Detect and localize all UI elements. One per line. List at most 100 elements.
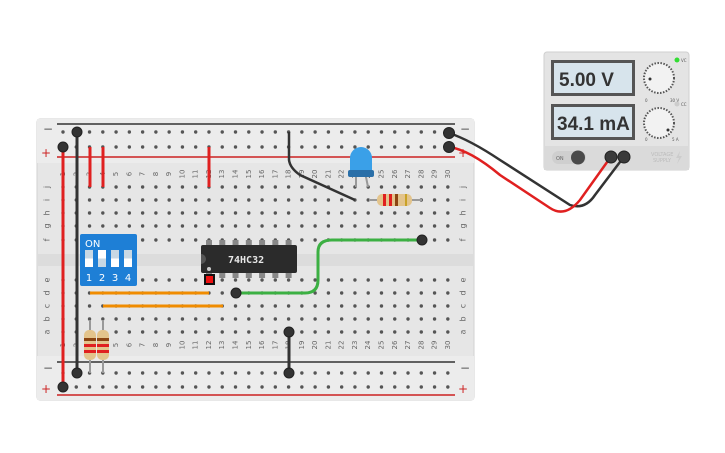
hole[interactable] <box>313 330 317 334</box>
rail-hole[interactable] <box>300 385 304 389</box>
hole[interactable] <box>446 185 450 189</box>
hole[interactable] <box>419 224 423 228</box>
rail-hole[interactable] <box>220 385 224 389</box>
hole[interactable] <box>233 198 238 202</box>
rail-hole[interactable] <box>273 371 278 375</box>
rail-hole[interactable] <box>379 145 384 149</box>
hole[interactable] <box>233 304 238 308</box>
hole[interactable] <box>379 185 384 189</box>
hole[interactable] <box>154 224 158 228</box>
rail-hole[interactable] <box>167 130 171 134</box>
hole[interactable] <box>180 278 185 282</box>
hole[interactable] <box>353 317 357 321</box>
hole[interactable] <box>273 304 278 308</box>
hole[interactable] <box>114 317 118 321</box>
rail-hole[interactable] <box>127 145 132 149</box>
hole[interactable] <box>140 238 145 242</box>
hole[interactable] <box>167 211 171 215</box>
hole[interactable] <box>220 278 224 282</box>
hole[interactable] <box>379 317 384 321</box>
hole[interactable] <box>406 278 410 282</box>
hole[interactable] <box>286 198 291 202</box>
hole[interactable] <box>300 304 304 308</box>
hole[interactable] <box>326 304 331 308</box>
hole[interactable] <box>247 224 251 228</box>
rail-hole[interactable] <box>366 130 370 134</box>
rail-hole[interactable] <box>127 130 132 134</box>
hole[interactable] <box>313 238 317 242</box>
wire-red-supply[interactable] <box>448 145 612 213</box>
resistor-2[interactable] <box>97 320 109 373</box>
rail-hole[interactable] <box>127 385 132 389</box>
resistor-1[interactable] <box>84 320 96 373</box>
hole[interactable] <box>446 317 450 321</box>
hole[interactable] <box>140 211 145 215</box>
hole[interactable] <box>180 238 185 242</box>
rail-hole[interactable] <box>140 145 145 149</box>
wire-black-supply[interactable] <box>448 131 624 208</box>
rail-hole[interactable] <box>406 145 410 149</box>
hole[interactable] <box>87 211 92 215</box>
hole[interactable] <box>300 278 304 282</box>
rail-hole[interactable] <box>207 385 211 389</box>
hole[interactable] <box>339 198 344 202</box>
hole[interactable] <box>127 185 132 189</box>
rail-hole[interactable] <box>220 371 224 375</box>
rail-hole[interactable] <box>247 371 251 375</box>
hole[interactable] <box>286 211 291 215</box>
rail-hole[interactable] <box>419 130 423 134</box>
rail-hole[interactable] <box>419 371 423 375</box>
rail-hole[interactable] <box>180 145 185 149</box>
hole[interactable] <box>167 330 171 334</box>
hole[interactable] <box>419 291 423 295</box>
rail-hole[interactable] <box>273 130 278 134</box>
rail-hole[interactable] <box>220 130 224 134</box>
rail-hole[interactable] <box>300 130 304 134</box>
hole[interactable] <box>353 211 357 215</box>
hole[interactable] <box>366 211 370 215</box>
hole[interactable] <box>247 317 251 321</box>
hole[interactable] <box>154 278 158 282</box>
rail-hole[interactable] <box>432 371 437 375</box>
hole[interactable] <box>313 198 317 202</box>
hole[interactable] <box>446 238 450 242</box>
hole[interactable] <box>393 330 397 334</box>
rail-hole[interactable] <box>419 385 423 389</box>
jumper-wires[interactable] <box>57 126 428 393</box>
hole[interactable] <box>194 238 198 242</box>
hole[interactable] <box>353 330 357 334</box>
hole[interactable] <box>339 211 344 215</box>
rail-hole[interactable] <box>114 371 118 375</box>
hole[interactable] <box>419 185 423 189</box>
hole[interactable] <box>247 330 251 334</box>
hole[interactable] <box>379 278 384 282</box>
hole[interactable] <box>286 278 291 282</box>
rail-hole[interactable] <box>114 385 118 389</box>
hole[interactable] <box>393 291 397 295</box>
hole[interactable] <box>300 198 304 202</box>
hole[interactable] <box>366 224 370 228</box>
hole[interactable] <box>194 224 198 228</box>
rail-hole[interactable] <box>326 130 331 134</box>
hole[interactable] <box>101 198 105 202</box>
rail-hole[interactable] <box>140 371 145 375</box>
rail-hole[interactable] <box>194 130 198 134</box>
hole[interactable] <box>167 185 171 189</box>
hole[interactable] <box>114 198 118 202</box>
rail-hole[interactable] <box>154 385 158 389</box>
hole[interactable] <box>140 185 145 189</box>
rail-hole[interactable] <box>220 145 224 149</box>
hole[interactable] <box>180 185 185 189</box>
rail-hole[interactable] <box>406 371 410 375</box>
rail-hole[interactable] <box>339 130 344 134</box>
hole[interactable] <box>154 211 158 215</box>
hole[interactable] <box>260 211 264 215</box>
ic-74hc32[interactable]: 74HC32 <box>201 240 297 285</box>
rail-hole[interactable] <box>419 145 423 149</box>
rail-hole[interactable] <box>207 130 211 134</box>
hole[interactable] <box>233 185 238 189</box>
hole[interactable] <box>260 304 264 308</box>
hole[interactable] <box>326 330 331 334</box>
hole[interactable] <box>180 211 185 215</box>
rail-hole[interactable] <box>87 130 92 134</box>
